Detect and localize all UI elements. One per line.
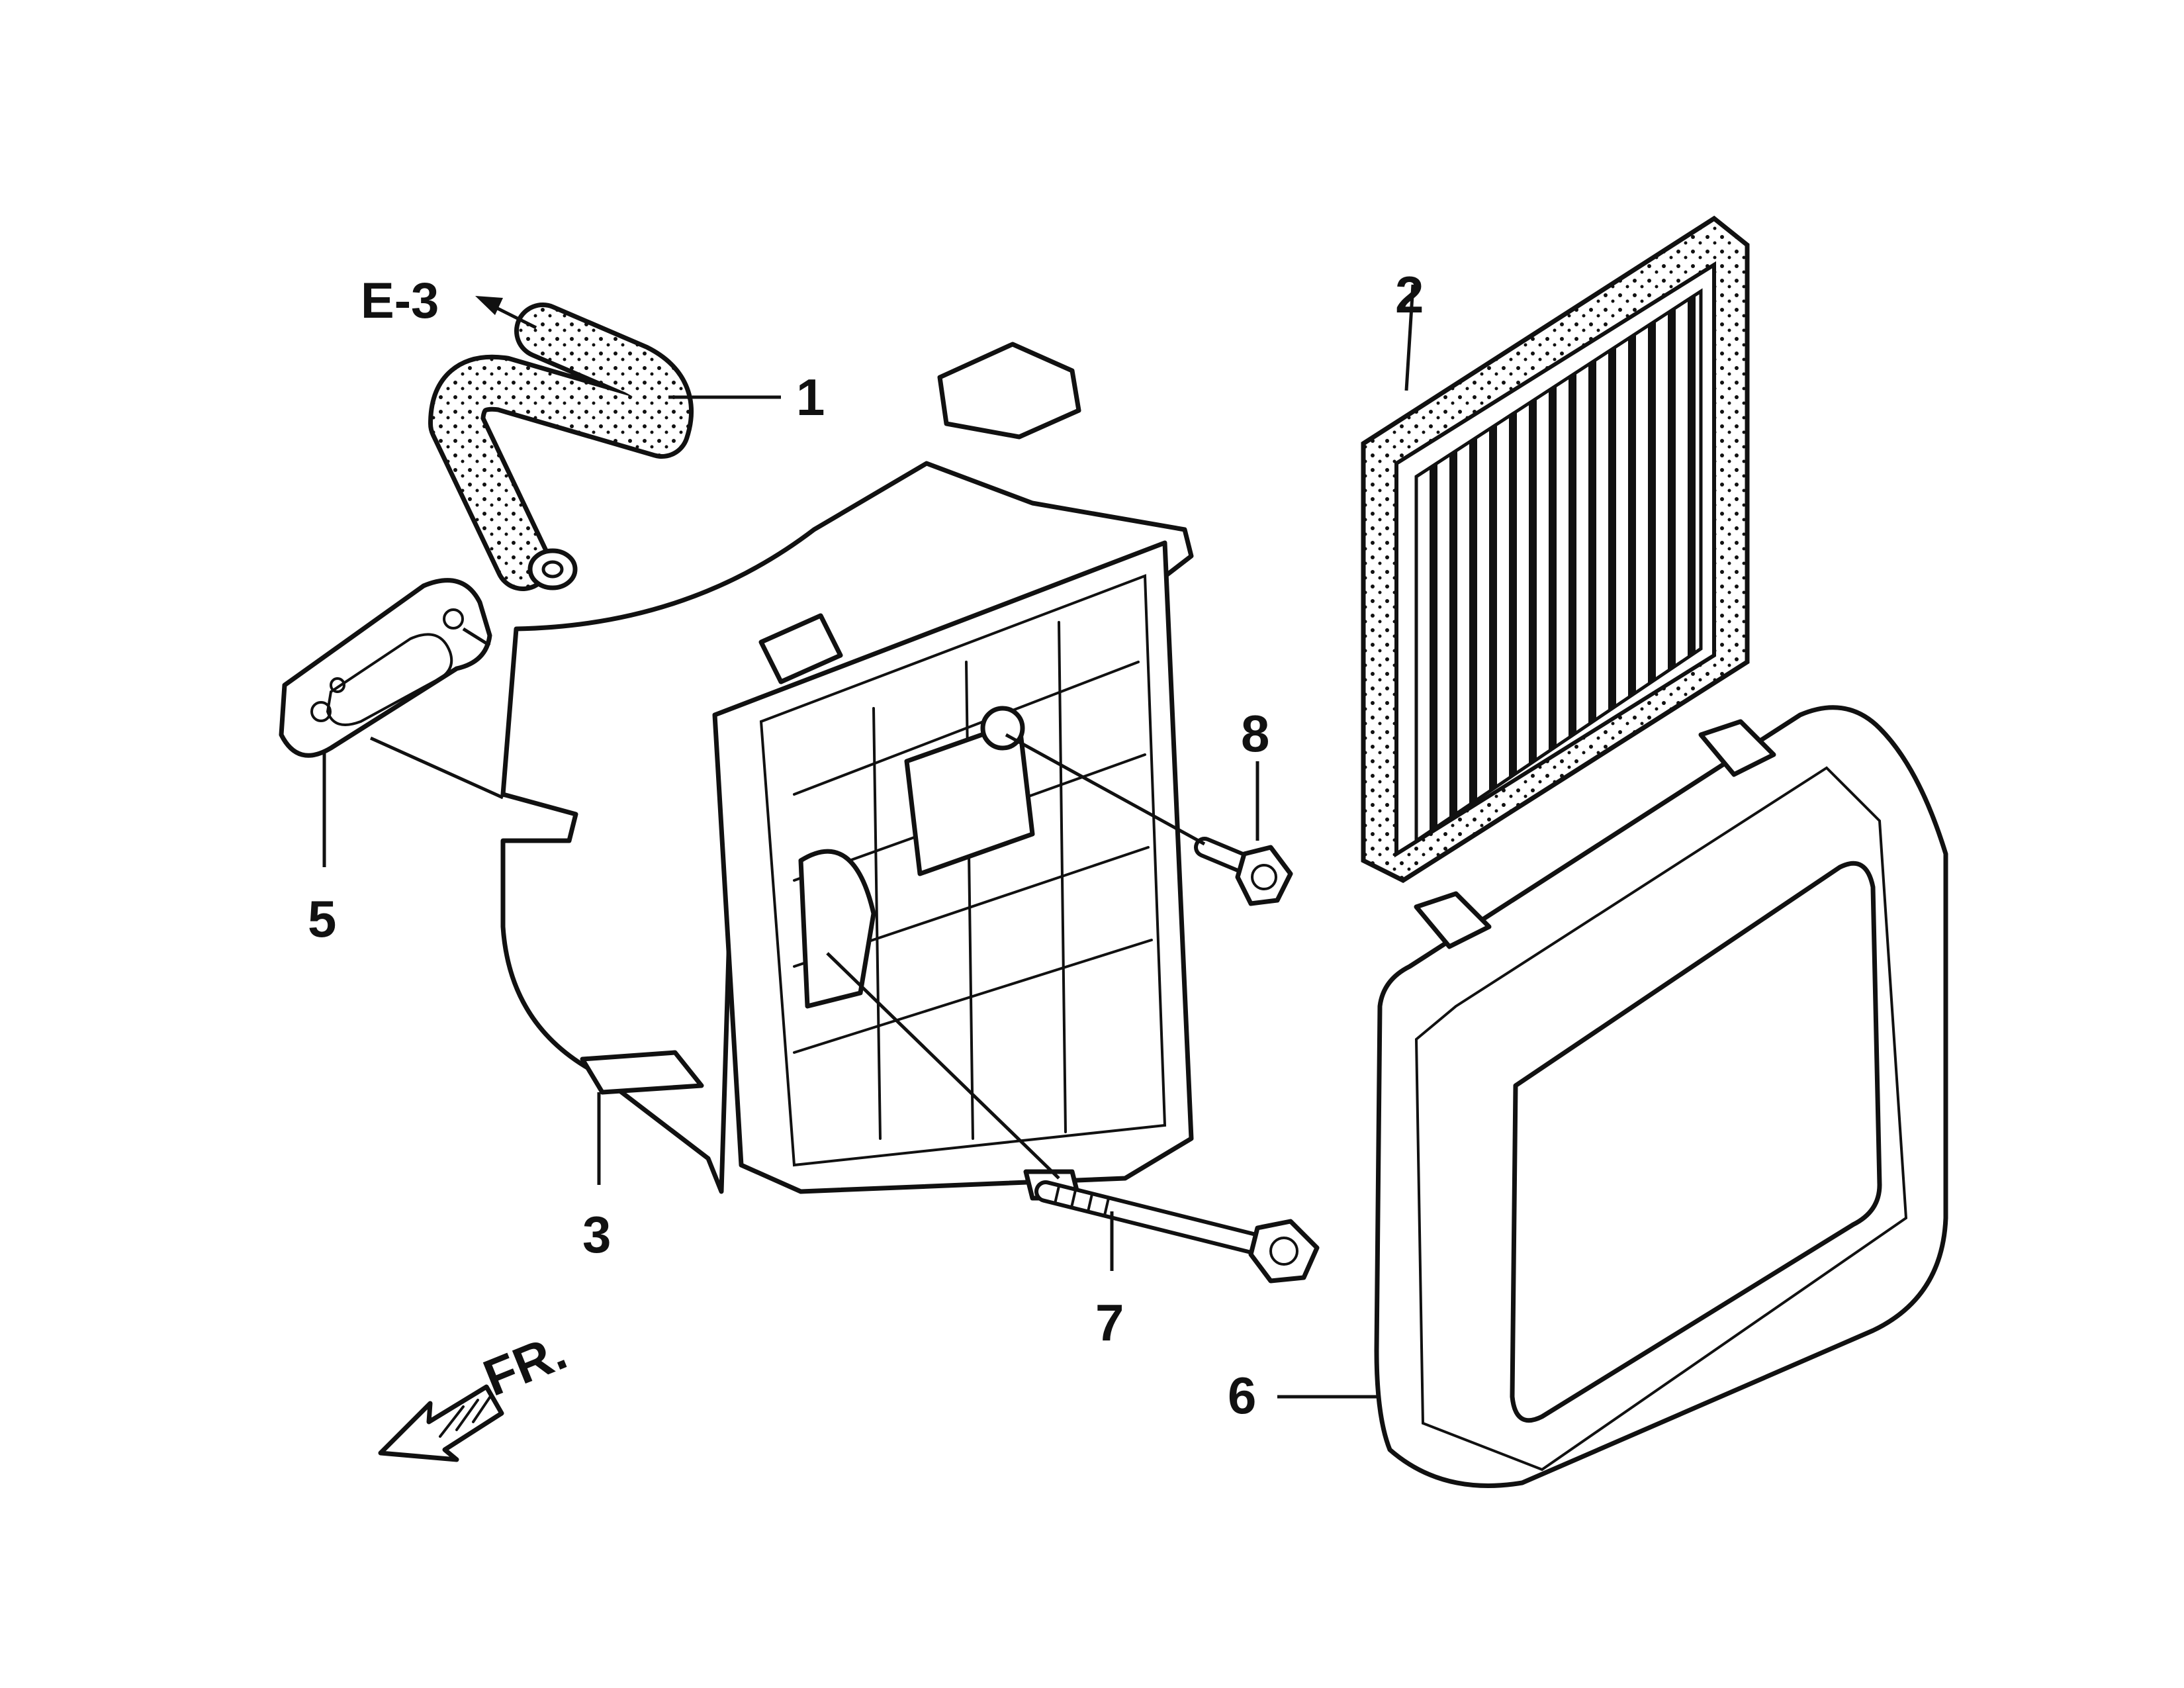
air-filter-element [1361,215,1750,884]
front-direction-arrow [378,1384,504,1462]
flange-bolt-short [1194,837,1293,906]
callout-1: 1 [796,368,825,426]
flange-bolt-long [1034,1180,1320,1284]
air-cleaner-cover [1374,705,1948,1488]
callout-6: 6 [1228,1366,1256,1425]
leader-lines [322,284,1415,1399]
callout-2: 2 [1395,265,1424,324]
air-cleaner-case [500,342,1194,1201]
callout-3: 3 [582,1205,611,1264]
reference-arrow [475,296,537,330]
callout-5: 5 [308,890,336,948]
breather-tube [428,303,694,591]
reference-label: E-3 [361,273,439,329]
callout-8: 8 [1241,704,1269,763]
callout-7: 7 [1095,1293,1124,1352]
gasket [279,578,492,758]
